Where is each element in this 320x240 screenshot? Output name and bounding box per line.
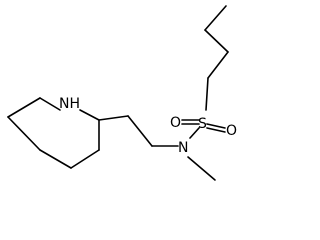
bond-ring-2 — [39, 97, 61, 111]
atom-label-o-top: O — [170, 115, 181, 131]
bond-ring-6 — [39, 149, 72, 169]
bond-s-butyl — [205, 77, 209, 111]
atom-label-o-bottom: O — [226, 123, 237, 139]
bond-s-o-bottom-double — [206, 127, 226, 133]
bond-butyl-2 — [204, 29, 229, 53]
bond-ring-to-ethyl — [98, 115, 129, 121]
piperidine-ring — [7, 97, 100, 169]
bond-butyl-1 — [207, 51, 229, 79]
bond-s-o-bottom — [206, 123, 226, 129]
bond-ring-5 — [70, 149, 100, 169]
bond-ring-7 — [7, 116, 41, 151]
bond-ethyl — [127, 115, 153, 147]
atom-label-s: S — [198, 116, 207, 132]
atom-label-nh: NH — [59, 96, 80, 112]
atom-label-n: N — [178, 140, 188, 156]
bond-ring-3 — [79, 109, 100, 121]
bond-n-s — [189, 127, 200, 139]
bond-n-methyl — [187, 156, 216, 181]
bond-ring-1 — [7, 97, 41, 118]
molecule-drawing: NH N S O O — [7, 5, 237, 181]
bond-butyl-3 — [204, 5, 227, 31]
structure-canvas: NH N S O O — [7, 5, 237, 181]
